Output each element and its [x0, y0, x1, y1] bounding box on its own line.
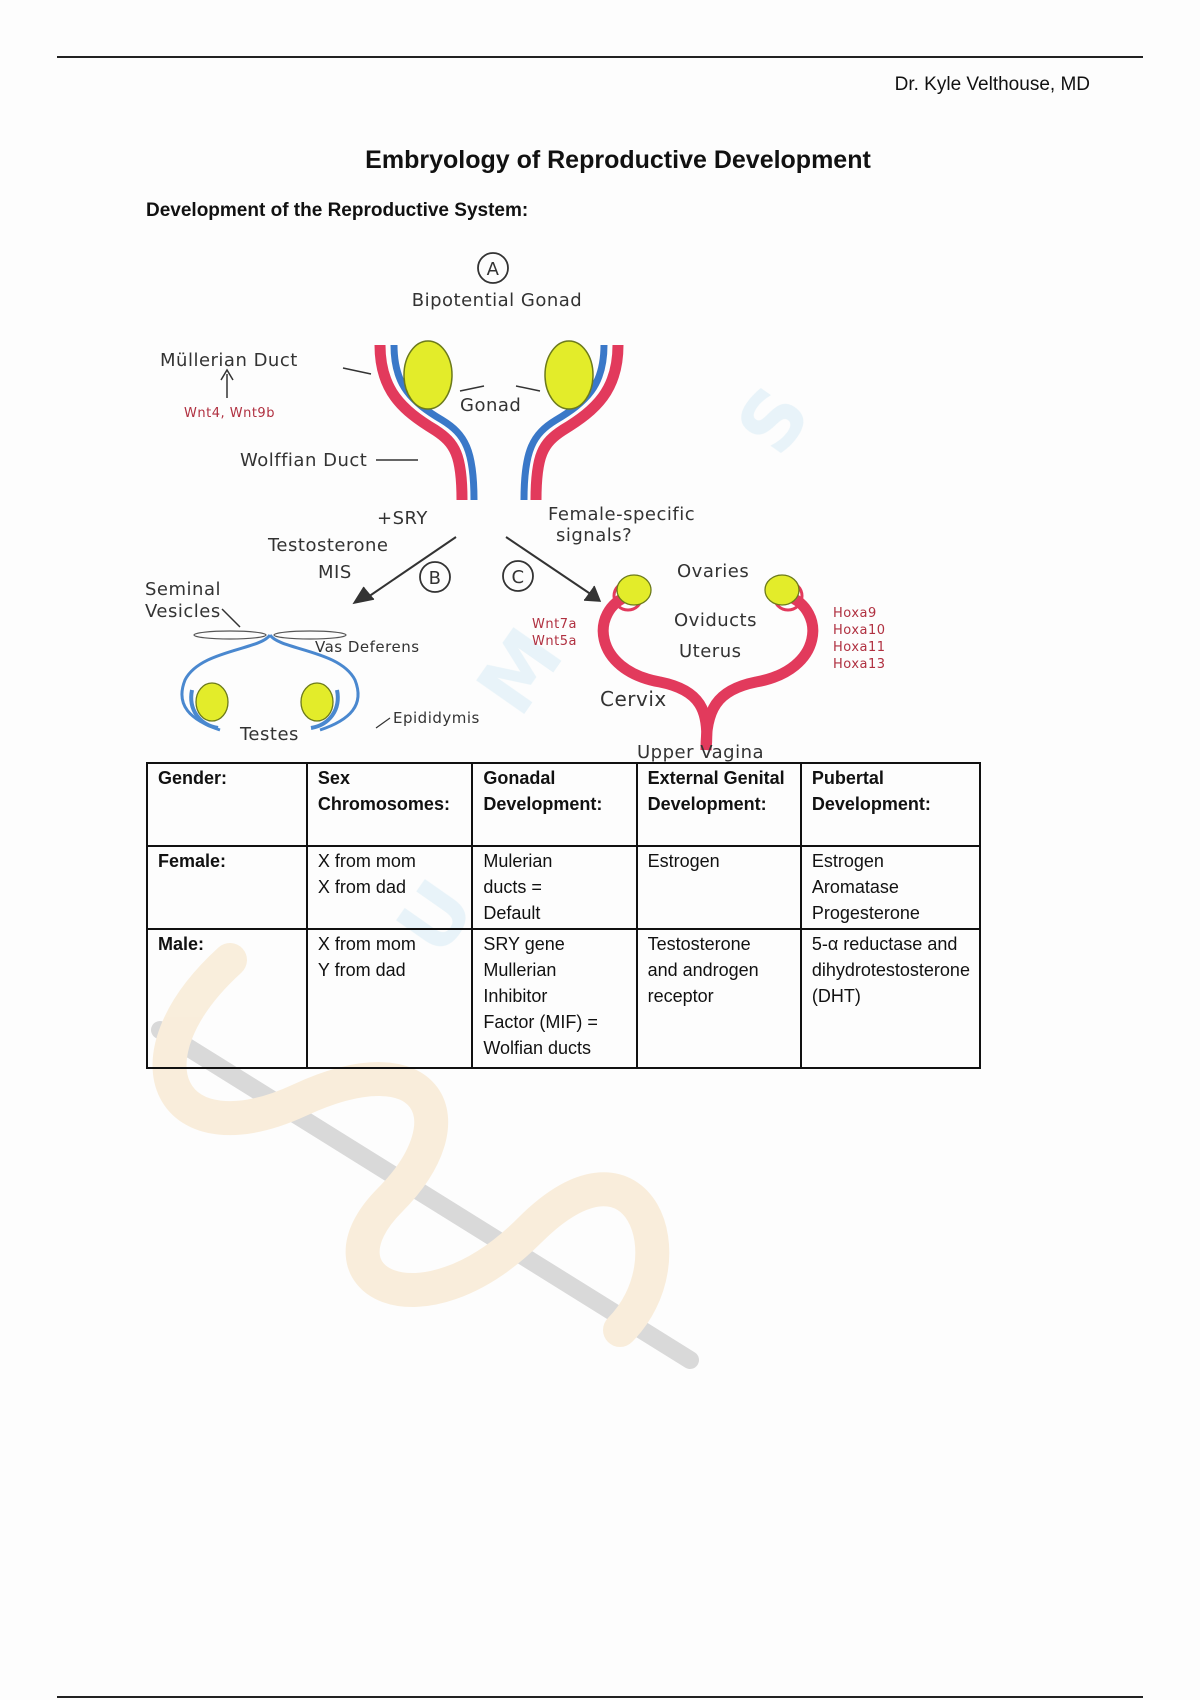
external-genital-cell: Testosterone and androgen receptor [635, 928, 802, 1069]
testosterone-label: Testosterone [267, 535, 388, 556]
marker-a [477, 252, 509, 284]
cell-line: SRY gene [483, 934, 565, 954]
pubertal-development-cell: Estrogen Aromatase Progesterone [799, 845, 982, 930]
gonadal-development-cell: Mulerian ducts = Default [471, 845, 638, 930]
reproductive-development-table: Gender: Sex Chromosomes: Gonadal Develop… [146, 762, 982, 1069]
female-signals-label-2: signals? [556, 525, 632, 546]
marker-a-label: A [487, 259, 500, 280]
page-title: Embryology of Reproductive Development [365, 146, 871, 174]
cell-line: (DHT) [811, 986, 861, 1006]
seminal-vesicles-label: Seminal [145, 579, 221, 600]
left-gonad [403, 340, 453, 410]
female-reproductive-illustration [597, 574, 819, 751]
cell-line: Progesterone [811, 903, 920, 923]
cell-line: Mullerian [483, 960, 557, 980]
cell-line: X from dad [317, 877, 406, 897]
cell-line: ducts = [483, 877, 542, 897]
sex-chromosomes-cell: X from mom X from dad [305, 845, 474, 930]
male-reproductive-illustration [180, 630, 360, 732]
external-genital-cell: Estrogen [635, 845, 802, 930]
arrow-up-icon [220, 368, 234, 381]
hoxa13-label: Hoxa13 [833, 657, 886, 672]
wnt7a-label: Wnt7a [532, 617, 577, 632]
section-heading: Development of the Reproductive System: [146, 200, 529, 221]
uterus-label: Uterus [679, 641, 742, 662]
table-row: Male: X from mom Y from dad SRY gene Mul… [146, 928, 982, 1069]
seminal-vesicles-label-2: Vesicles [145, 601, 221, 622]
hoxa9-label: Hoxa9 [833, 606, 877, 621]
mullerian-duct-label: Müllerian Duct [160, 350, 298, 371]
gonad-label: Gonad [460, 395, 521, 416]
wolffian-duct-label: Wolffian Duct [240, 450, 367, 471]
table-header-cell: Gender: [146, 762, 308, 847]
marker-c [502, 560, 534, 592]
hoxa11-label: Hoxa11 [833, 640, 886, 655]
gonadal-development-cell: SRY gene Mullerian Inhibitor Factor (MIF… [471, 928, 638, 1069]
ovaries-label: Ovaries [677, 561, 749, 582]
cervix-label: Cervix [600, 687, 667, 711]
epididymis-label: Epididymis [393, 709, 480, 727]
bipotential-gonad-illustration [374, 340, 624, 501]
upper-vagina-label: Upper Vagina [637, 742, 764, 763]
cell-line: X from mom [317, 851, 416, 871]
cell-line: Estrogen [647, 851, 720, 871]
marker-c-label: C [511, 567, 524, 588]
wnt5a-label: Wnt5a [532, 634, 577, 649]
reproductive-development-diagram: A Bipotential Gonad Müllerian Duct Wnt4,… [145, 252, 886, 763]
marker-b [419, 561, 451, 593]
table-header-cell: Gonadal Development: [471, 762, 638, 847]
cell-line: Wolfian ducts [483, 1038, 592, 1058]
vas-deferens-label: Vas Deferens [315, 638, 420, 656]
gender-cell: Female: [146, 845, 308, 930]
table-row: Female: X from mom X from dad Mulerian d… [146, 845, 982, 930]
wnt4-wnt9b-label: Wnt4, Wnt9b [184, 406, 275, 421]
author-name: Dr. Kyle Velthouse, MD [894, 74, 1090, 95]
sex-chromosomes-cell: X from mom Y from dad [305, 928, 474, 1069]
female-signals-label: Female-specific [548, 504, 695, 525]
cell-line: Mulerian [483, 851, 553, 871]
cell-line: Aromatase [811, 877, 899, 897]
mis-label: MIS [318, 562, 352, 583]
pubertal-development-cell: 5-α reductase and dihydrotestosterone (D… [799, 928, 982, 1069]
cell-line: receptor [647, 986, 714, 1006]
cell-line: Factor (MIF) = [483, 1012, 598, 1032]
gender-cell: Male: [146, 928, 308, 1069]
cell-line: Y from dad [317, 960, 406, 980]
cell-line: Estrogen [811, 851, 884, 871]
marker-b-label: B [429, 568, 442, 589]
testes-label: Testes [239, 724, 299, 745]
cell-line: X from mom [317, 934, 416, 954]
bipotential-gonad-label: Bipotential Gonad [412, 290, 582, 311]
sry-label: +SRY [377, 508, 428, 529]
cell-line: dihydrotestosterone [811, 960, 970, 980]
cell-line: Testosterone [647, 934, 751, 954]
table-header-row: Gender: Sex Chromosomes: Gonadal Develop… [146, 762, 982, 847]
table-header-cell: Sex Chromosomes: [305, 762, 474, 847]
table-header-cell: External Genital Development: [635, 762, 802, 847]
cell-line: Default [483, 903, 541, 923]
bottom-rule [57, 1696, 1143, 1698]
arrow-b-icon [352, 586, 375, 605]
table-header-cell: Pubertal Development: [799, 762, 982, 847]
cell-line: and androgen [647, 960, 759, 980]
right-gonad [544, 340, 594, 410]
top-rule [57, 56, 1143, 58]
arrow-c-icon [583, 585, 602, 602]
oviducts-label: Oviducts [674, 610, 757, 631]
cell-line: 5-α reductase and [811, 934, 958, 954]
cell-line: Inhibitor [483, 986, 548, 1006]
hoxa10-label: Hoxa10 [833, 623, 886, 638]
